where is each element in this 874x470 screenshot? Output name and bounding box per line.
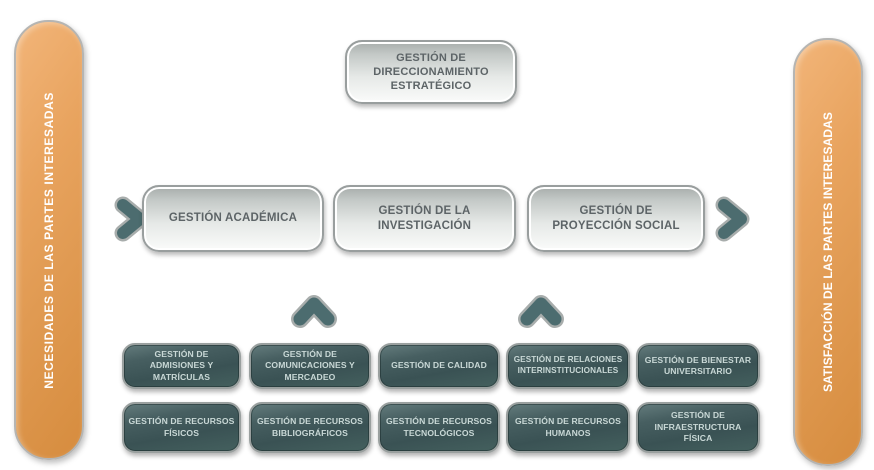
support-process-box-relaciones[interactable]: GESTIÓN DE RELACIONES INTERINSTITUCIONAL… xyxy=(506,343,630,389)
strategic-process-box[interactable]: GESTIÓN DE DIRECCIONAMIENTO ESTRATÉGICO xyxy=(345,40,517,104)
support-process-box-recursos-bibliograficos[interactable]: GESTIÓN DE RECURSOS BIBLIOGRÁFICOS xyxy=(249,402,371,453)
mission-process-box-academica[interactable]: GESTIÓN ACADÉMICA xyxy=(142,185,324,252)
chevron-up-icon xyxy=(288,293,340,336)
mission-process-label: GESTIÓN DE PROYECCIÓN SOCIAL xyxy=(552,204,680,232)
support-process-label: GESTIÓN DE RELACIONES INTERINSTITUCIONAL… xyxy=(513,355,623,375)
support-process-box-bienestar[interactable]: GESTIÓN DE BIENESTAR UNIVERSITARIO xyxy=(636,343,760,389)
support-process-label: GESTIÓN DE COMUNICACIONES Y MERCADEO xyxy=(265,348,355,382)
support-process-label: GESTIÓN DE INFRAESTRUCTURA FÍSICA xyxy=(654,410,742,444)
support-process-label: GESTIÓN DE RECURSOS TECNOLÓGICOS xyxy=(386,416,492,438)
support-process-box-infraestructura[interactable]: GESTIÓN DE INFRAESTRUCTURA FÍSICA xyxy=(636,402,760,453)
chevron-right-icon xyxy=(111,196,153,247)
needs-side-bar: NECESIDADES DE LAS PARTES INTERESADAS xyxy=(14,20,84,460)
satisfaction-side-bar-label: SATISFACCIÓN DE LAS PARTES INTERESADAS xyxy=(821,111,835,393)
satisfaction-side-bar: SATISFACCIÓN DE LAS PARTES INTERESADAS xyxy=(793,38,863,466)
support-process-label: GESTIÓN DE CALIDAD xyxy=(391,360,487,371)
support-process-label: GESTIÓN DE RECURSOS FÍSICOS xyxy=(128,416,235,438)
chevron-right-icon xyxy=(712,196,754,247)
mission-process-box-investigacion[interactable]: GESTIÓN DE LA INVESTIGACIÓN xyxy=(333,185,516,252)
mission-process-label: GESTIÓN DE LA INVESTIGACIÓN xyxy=(377,204,472,232)
support-process-box-admisiones[interactable]: GESTIÓN DE ADMISIONES Y MATRÍCULAS xyxy=(122,343,241,389)
support-process-label: GESTIÓN DE BIENESTAR UNIVERSITARIO xyxy=(644,354,752,376)
support-process-box-recursos-fisicos[interactable]: GESTIÓN DE RECURSOS FÍSICOS xyxy=(122,402,241,453)
chevron-up-icon xyxy=(515,293,567,336)
support-process-box-recursos-humanos[interactable]: GESTIÓN DE RECURSOS HUMANOS xyxy=(506,402,630,453)
strategic-process-label: GESTIÓN DE DIRECCIONAMIENTO ESTRATÉGICO xyxy=(373,51,489,93)
support-process-box-comunicaciones[interactable]: GESTIÓN DE COMUNICACIONES Y MERCADEO xyxy=(249,343,371,389)
support-process-label: GESTIÓN DE ADMISIONES Y MATRÍCULAS xyxy=(149,348,214,382)
mission-process-label: GESTIÓN ACADÉMICA xyxy=(168,212,298,225)
support-process-box-calidad[interactable]: GESTIÓN DE CALIDAD xyxy=(378,343,500,389)
needs-side-bar-label: NECESIDADES DE LAS PARTES INTERESADAS xyxy=(42,91,56,389)
support-process-box-recursos-tecnologicos[interactable]: GESTIÓN DE RECURSOS TECNOLÓGICOS xyxy=(378,402,500,453)
mission-process-box-proyeccion-social[interactable]: GESTIÓN DE PROYECCIÓN SOCIAL xyxy=(527,185,705,252)
support-process-label: GESTIÓN DE RECURSOS BIBLIOGRÁFICOS xyxy=(257,416,363,438)
support-process-label: GESTIÓN DE RECURSOS HUMANOS xyxy=(515,416,621,438)
